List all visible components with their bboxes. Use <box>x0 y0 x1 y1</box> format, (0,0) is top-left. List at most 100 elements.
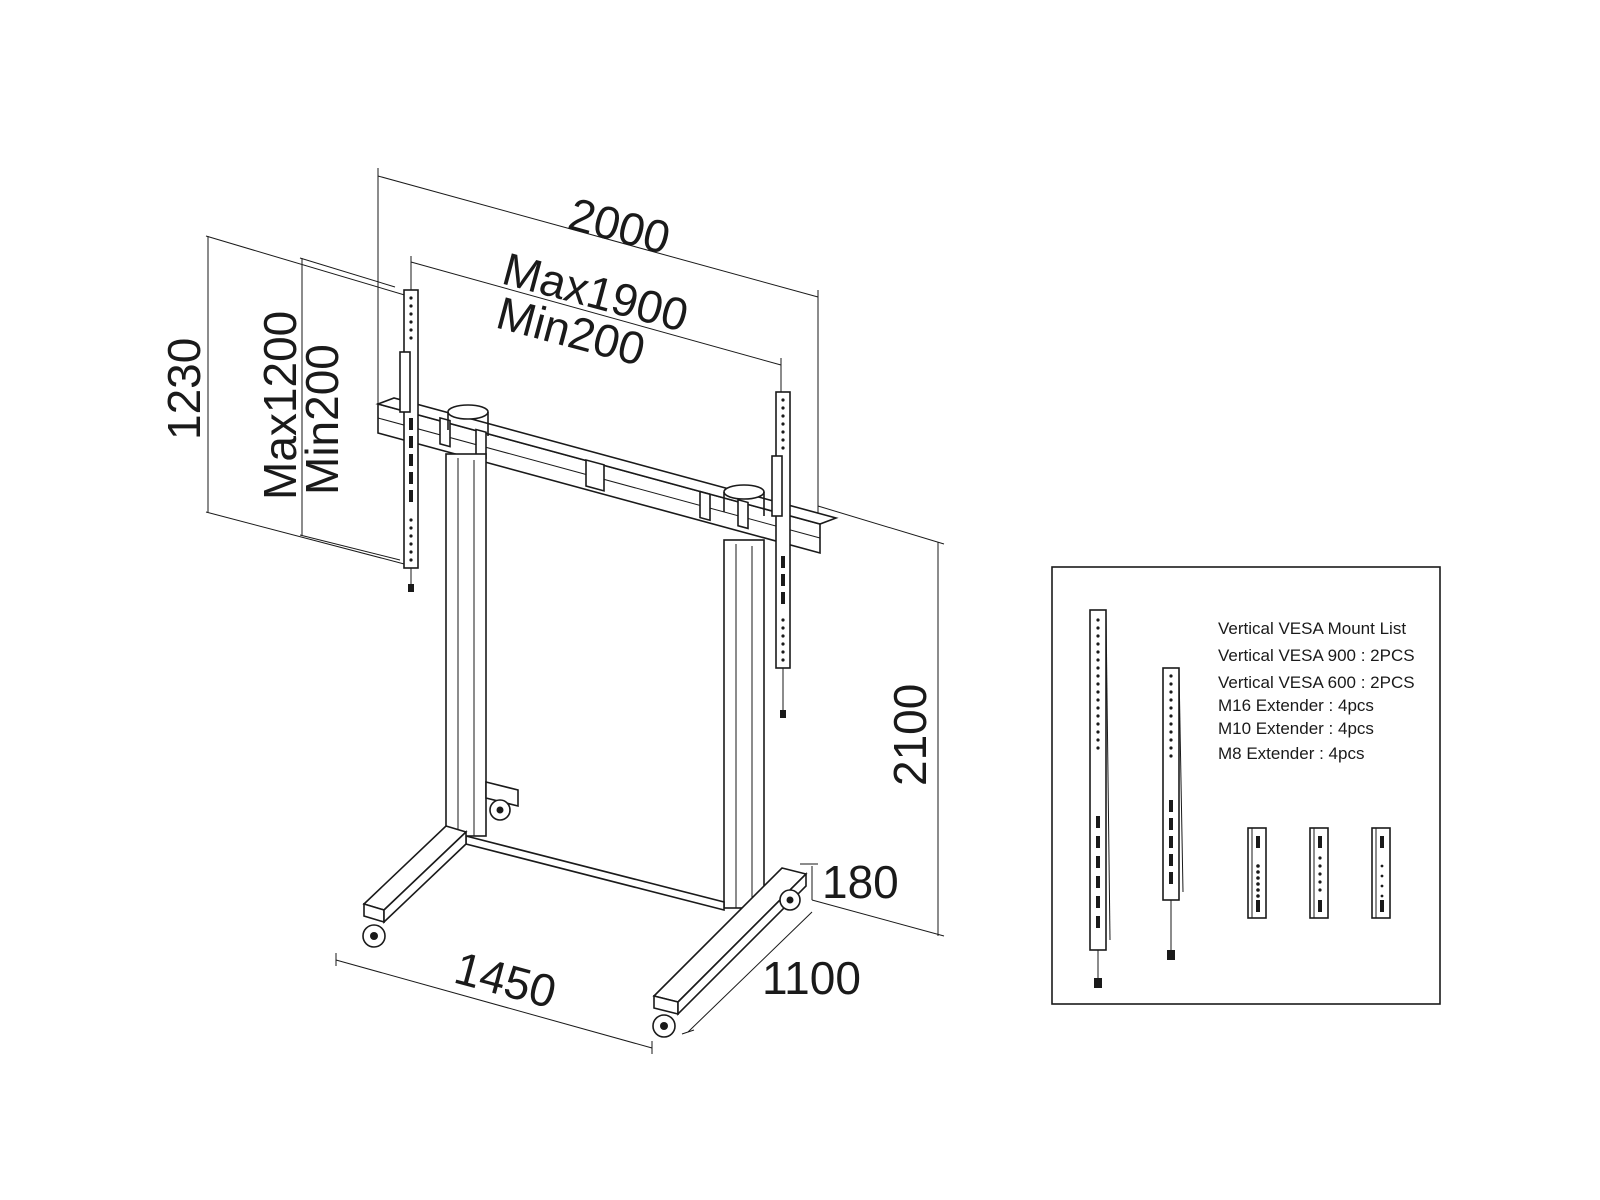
bracket-hole <box>1169 746 1173 750</box>
bracket-hole <box>1380 864 1384 868</box>
bracket-hole <box>1380 874 1384 878</box>
bracket-hole <box>1096 650 1100 654</box>
label-caster-height: 180 <box>822 856 899 908</box>
bracket-hole <box>409 296 413 300</box>
bracket-hole <box>409 328 413 332</box>
bracket-slot <box>1169 800 1173 812</box>
bracket-hole <box>1256 894 1260 898</box>
bracket-hole <box>1169 714 1173 718</box>
bracket-slot <box>409 436 413 448</box>
bracket-slot <box>1096 916 1100 928</box>
bracket-slot <box>1256 900 1260 912</box>
bracket-slot <box>409 418 413 430</box>
bracket-slot <box>1318 900 1322 912</box>
bracket-hole <box>1318 856 1322 860</box>
bracket-hole <box>409 518 413 522</box>
bracket-hole <box>1169 730 1173 734</box>
bracket-hole <box>781 438 785 442</box>
bracket-hole <box>781 406 785 410</box>
mount-list-panel: Vertical VESA Mount List Vertical VESA 9… <box>1051 566 1441 1005</box>
bracket-hole <box>1096 746 1100 750</box>
bracket-hole <box>1096 682 1100 686</box>
mount-list-item: Vertical VESA 600 : 2PCS <box>1218 673 1415 692</box>
bracket-slot <box>1318 836 1322 848</box>
bracket-hole <box>1380 884 1384 888</box>
bracket-hole <box>409 336 413 340</box>
bracket-hole <box>409 320 413 324</box>
mount-list-item: M16 Extender : 4pcs <box>1218 696 1374 715</box>
bracket-hole <box>1256 876 1260 880</box>
bracket-hole <box>1096 698 1100 702</box>
bracket-hole <box>409 526 413 530</box>
bracket-hole <box>1169 698 1173 702</box>
label-bracket-height: 1230 <box>158 338 210 440</box>
bracket-hole <box>781 430 785 434</box>
bracket-hole <box>1169 682 1173 686</box>
bracket-hole <box>1318 888 1322 892</box>
bracket-hole <box>781 626 785 630</box>
bracket-hole <box>781 658 785 662</box>
right-base-foot <box>652 867 808 1038</box>
bracket-hole <box>1318 880 1322 884</box>
bracket-hole <box>409 312 413 316</box>
bracket-hole <box>1169 738 1173 742</box>
bracket-hole <box>1096 706 1100 710</box>
bracket-slot <box>1256 836 1260 848</box>
bracket-hole <box>781 634 785 638</box>
bracket-hole <box>1318 872 1322 876</box>
bracket-hole <box>1256 882 1260 886</box>
bracket-slot <box>1169 854 1173 866</box>
bracket-hole <box>781 650 785 654</box>
bracket-slot <box>1096 836 1100 848</box>
bracket-hole <box>1256 870 1260 874</box>
bracket-slot <box>1169 872 1173 884</box>
bracket-slot <box>1096 896 1100 908</box>
bracket-slot <box>409 490 413 502</box>
bracket-hole <box>1096 634 1100 638</box>
bracket-slot <box>1169 818 1173 830</box>
dimension-lines <box>205 168 945 1054</box>
label-base-width: 1450 <box>449 941 561 1018</box>
bracket-hole <box>1096 626 1100 630</box>
bracket-hole <box>1169 706 1173 710</box>
mount-list-item: M10 Extender : 4pcs <box>1218 719 1374 738</box>
bracket-slot <box>1096 856 1100 868</box>
vesa-900-bracket-icon <box>1089 609 1111 988</box>
bracket-slot <box>781 592 785 604</box>
bracket-slot <box>781 574 785 586</box>
label-vesa-vertical-min: Min200 <box>296 344 348 495</box>
right-column <box>723 484 765 909</box>
bracket-hole <box>1169 674 1173 678</box>
bracket-hole <box>409 304 413 308</box>
bracket-hole <box>1096 658 1100 662</box>
label-vesa-vertical-max: Max1200 <box>254 311 306 500</box>
bracket-slot <box>1096 876 1100 888</box>
vesa-600-bracket-icon <box>1162 667 1184 960</box>
bracket-slot <box>409 472 413 484</box>
bracket-hole <box>1380 894 1384 898</box>
label-overall-width: 2000 <box>563 187 675 264</box>
label-overall-height: 2100 <box>884 684 936 786</box>
left-base-foot <box>362 799 511 948</box>
stand-drawing <box>362 289 839 1038</box>
bracket-hole <box>1096 738 1100 742</box>
bracket-hole <box>1256 888 1260 892</box>
left-column <box>445 404 489 837</box>
bracket-hole <box>1256 864 1260 868</box>
bracket-hole <box>1318 864 1322 868</box>
bracket-hole <box>1096 642 1100 646</box>
bracket-hole <box>1096 722 1100 726</box>
bracket-hole <box>409 542 413 546</box>
bracket-hole <box>781 642 785 646</box>
bracket-hole <box>1096 690 1100 694</box>
bracket-hole <box>781 618 785 622</box>
bracket-slot <box>781 556 785 568</box>
bracket-hole <box>781 414 785 418</box>
right-vesa-bracket <box>771 391 791 718</box>
bracket-hole <box>1096 730 1100 734</box>
bracket-slot <box>409 454 413 466</box>
bracket-hole <box>781 422 785 426</box>
bracket-slot <box>1380 836 1384 848</box>
m8-extender-icon <box>1371 827 1391 919</box>
mount-list-item: M8 Extender : 4pcs <box>1218 744 1364 763</box>
